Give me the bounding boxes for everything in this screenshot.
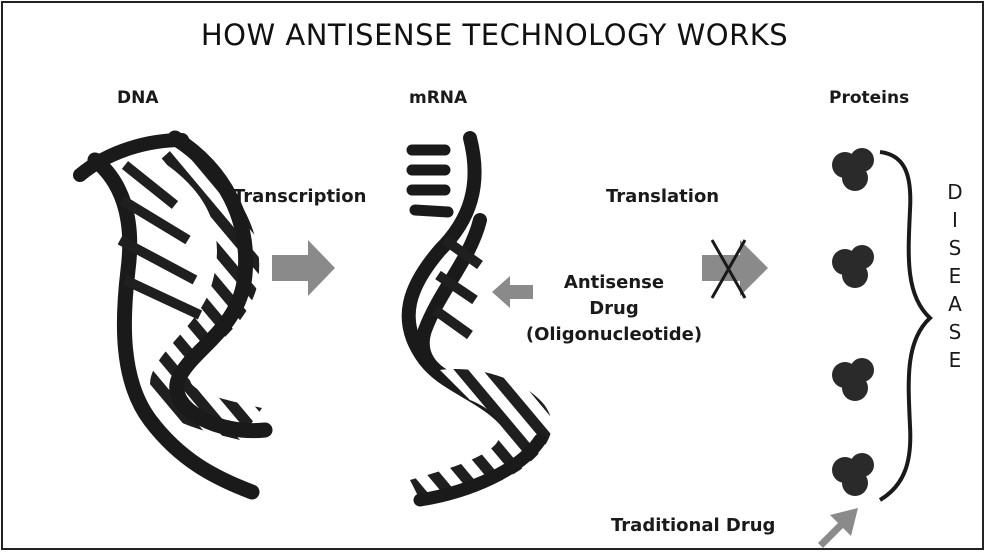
brace-icon bbox=[878, 150, 933, 502]
disease-letter: E bbox=[948, 264, 962, 288]
mrna-label: mRNA bbox=[409, 88, 468, 108]
antisense-arrow-icon bbox=[492, 276, 533, 308]
antisense-line-1: Antisense bbox=[563, 272, 665, 293]
traditional-drug-label: Traditional Drug bbox=[611, 515, 776, 536]
disease-vertical-label: D I S E A S E bbox=[940, 178, 970, 374]
diagram-title: HOW ANTISENSE TECHNOLOGY WORKS bbox=[200, 18, 789, 52]
mrna-bases-top bbox=[406, 144, 454, 218]
disease-letter: D bbox=[947, 180, 963, 204]
dna-label: DNA bbox=[117, 88, 159, 108]
translation-arrow bbox=[702, 240, 768, 296]
antisense-line-3: (Oligonucleotide) bbox=[525, 324, 703, 345]
disease-letter: E bbox=[948, 348, 962, 372]
protein-icon bbox=[832, 148, 874, 191]
transcription-arrow-icon bbox=[272, 240, 335, 296]
proteins-group bbox=[832, 148, 874, 496]
block-x-icon bbox=[710, 239, 747, 299]
antisense-base-pairs bbox=[432, 235, 483, 340]
dna-strand-right bbox=[167, 130, 273, 439]
traditional-drug-arrow-icon bbox=[818, 508, 858, 548]
transcription-label: Transcription bbox=[233, 186, 367, 207]
dna-base-pairs bbox=[117, 161, 203, 320]
protein-icon bbox=[832, 453, 874, 496]
antisense-line-2: Drug bbox=[589, 298, 639, 319]
mrna-helix-icon bbox=[401, 131, 552, 507]
protein-icon bbox=[832, 245, 874, 288]
disease-letter: S bbox=[948, 320, 962, 344]
dna-helix-icon bbox=[73, 130, 273, 500]
disease-letter: S bbox=[948, 236, 962, 260]
proteins-label: Proteins bbox=[829, 88, 910, 108]
disease-letter: A bbox=[948, 292, 962, 316]
antisense-drug-label: Antisense Drug (Oligonucleotide) bbox=[489, 270, 739, 348]
mrna-lower-strand bbox=[413, 433, 547, 507]
protein-icon bbox=[832, 358, 874, 401]
disease-letter: I bbox=[952, 208, 958, 232]
translation-label: Translation bbox=[606, 186, 720, 207]
translation-blocked-arrow-icon bbox=[702, 239, 768, 299]
dna-top-curl bbox=[73, 133, 189, 182]
